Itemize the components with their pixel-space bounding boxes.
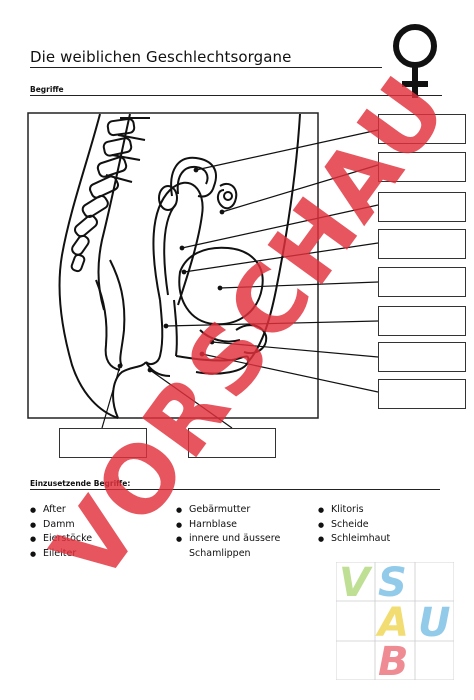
label-box-6[interactable] xyxy=(378,306,466,336)
label-box-bottom-1[interactable] xyxy=(59,428,147,458)
section-underline xyxy=(30,95,442,96)
logo-letter: B xyxy=(378,639,409,680)
term-item: Klitoris xyxy=(318,503,390,518)
vagina-outline xyxy=(145,299,164,365)
vertebrae xyxy=(70,117,136,273)
bladder-outline xyxy=(178,246,264,326)
venus-symbol-icon xyxy=(393,24,437,98)
logo-letter: A xyxy=(375,600,409,646)
uterus-outline xyxy=(152,181,204,306)
term-item: Eierstöcke xyxy=(30,532,92,547)
logo-letter: V xyxy=(339,562,373,606)
term-item: innere und äussere Schamlippen xyxy=(176,532,309,561)
title-underline xyxy=(30,67,382,68)
logo-letter: S xyxy=(378,562,407,606)
term-item: Gebärmutter xyxy=(176,503,309,518)
term-item: Scheide xyxy=(318,518,390,533)
page-title: Die weiblichen Geschlechtsorgane xyxy=(30,48,292,66)
label-box-2[interactable] xyxy=(378,152,466,182)
term-item: Damm xyxy=(30,518,92,533)
terms-heading: Einzusetzende Begriffe: xyxy=(30,479,131,488)
labia-outline xyxy=(175,355,250,375)
terms-column-2: Gebärmutter Harnblase innere und äussere… xyxy=(176,503,309,561)
diagram-frame xyxy=(27,112,319,419)
term-item: Schleimhaut xyxy=(318,532,390,547)
label-box-8[interactable] xyxy=(378,379,466,409)
abdomen-outline xyxy=(247,113,301,363)
label-box-7[interactable] xyxy=(378,342,466,372)
label-box-3[interactable] xyxy=(378,192,466,222)
term-item: After xyxy=(30,503,92,518)
ovary-outline xyxy=(158,185,178,211)
term-item: Eileiter xyxy=(30,547,92,562)
vsaub-logo: V S A U B xyxy=(336,562,454,680)
label-box-bottom-2[interactable] xyxy=(188,428,276,458)
rectum-outline xyxy=(109,259,126,367)
label-box-5[interactable] xyxy=(378,267,466,297)
label-box-4[interactable] xyxy=(378,229,466,259)
leader-lines xyxy=(101,129,379,429)
label-box-1[interactable] xyxy=(378,114,466,144)
spine-outline xyxy=(58,113,119,419)
terms-column-3: Klitoris Scheide Schleimhaut xyxy=(318,503,390,547)
terms-column-1: After Damm Eierstöcke Eileiter xyxy=(30,503,92,561)
terms-underline xyxy=(30,489,440,490)
logo-letter: U xyxy=(418,600,450,646)
anatomy-diagram xyxy=(27,112,379,429)
section-label: Begriffe xyxy=(30,85,64,94)
term-item: Harnblase xyxy=(176,518,309,533)
